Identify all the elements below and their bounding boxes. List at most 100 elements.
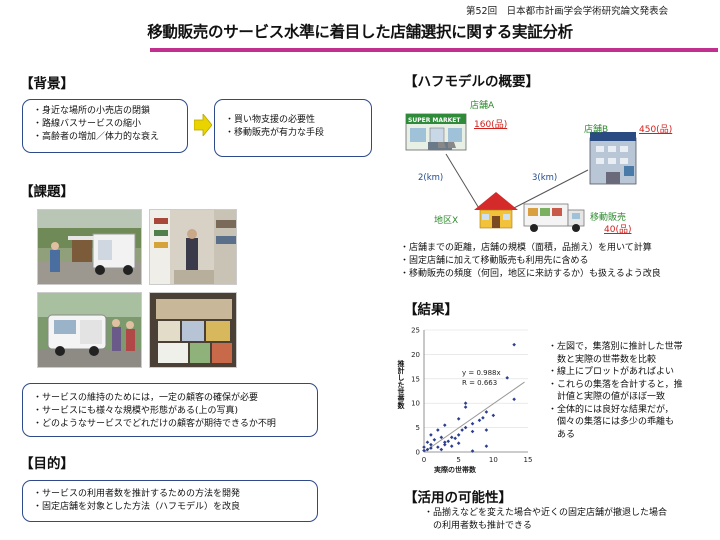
- mobile-truck-icon: [523, 203, 585, 232]
- right-arrow-icon: [194, 114, 212, 136]
- y-tick-label: 20: [411, 351, 420, 359]
- background-heading: 【背景】: [20, 76, 74, 92]
- issue-item: ・サービスの維持のためには，一定の顧客の確保が必要: [33, 393, 259, 403]
- chart-grid: [424, 329, 528, 428]
- y-tick-label: 10: [411, 400, 420, 408]
- results-heading: 【結果】: [404, 302, 458, 318]
- y-axis-label: 推計した世帯数: [397, 360, 405, 409]
- equation-label: y = 0.988x: [462, 369, 501, 377]
- data-point: [456, 417, 461, 421]
- purpose-box: ・サービスの利用者数を推計するための方法を開発 ・固定店舗を対象とした方法（ハフ…: [22, 480, 318, 522]
- x-tick-label: 0: [422, 456, 426, 464]
- issue-item: ・どのようなサービスでどれだけの顧客が期待できるか不明: [33, 419, 276, 429]
- trendline: [423, 381, 525, 453]
- purpose-item: ・固定店舗を対象とした方法（ハフモデル）を改良: [33, 502, 241, 512]
- x-tick-label: 5: [456, 456, 460, 464]
- background-item: ・路線バスサービスの縮小: [33, 119, 142, 129]
- store-b-icon: [589, 132, 637, 185]
- data-point: [436, 445, 440, 449]
- data-point: [443, 440, 447, 445]
- data-point: [460, 428, 464, 432]
- application-note: の利用者数も推計できる: [424, 521, 532, 531]
- district-house-icon: [474, 192, 518, 229]
- store-b-label: 店舗B: [584, 125, 609, 135]
- application-note: ・品揃えなどを変えた場合や近くの固定店舗が撤退した場合: [424, 508, 668, 518]
- data-point: [463, 425, 468, 430]
- huff-note: ・店舗までの距離，店舗の規模（面積，品揃え）を用いて計算: [400, 243, 652, 253]
- data-point: [439, 447, 444, 452]
- x-tick-label: 15: [524, 456, 533, 464]
- data-point: [481, 416, 485, 420]
- results-notes: ・左図で，集落別に推計した世帯 数と実際の世帯数を比較 ・線上にプロットがあれば…: [548, 341, 683, 441]
- data-point: [425, 440, 430, 445]
- data-point: [425, 447, 430, 452]
- van-goods-photo: [149, 292, 237, 368]
- application-notes: ・品揃えなどを変えた場合や近くの固定店舗が撤退した場合 の利用者数も推計できる: [424, 507, 667, 533]
- data-point: [512, 342, 516, 347]
- data-point: [432, 438, 437, 442]
- purpose-heading: 【目的】: [20, 456, 74, 472]
- data-point: [422, 448, 426, 453]
- y-tick-label: 5: [416, 424, 420, 432]
- data-point: [429, 446, 433, 450]
- shop-interior-photo: [149, 209, 237, 285]
- district-label: 地区X: [434, 216, 459, 226]
- data-point: [456, 433, 461, 437]
- data-point: [449, 444, 454, 448]
- result-note: ・線上にプロットがあればよい: [548, 367, 675, 377]
- data-point: [463, 401, 468, 405]
- huff-note: ・固定店舗に加えて移動販売も利用先に含める: [400, 256, 589, 266]
- distance-a-label: 2(km): [418, 173, 444, 183]
- title-rule: [150, 48, 718, 52]
- data-point: [422, 445, 426, 449]
- background-item: ・身近な場所の小売店の閉鎖: [33, 106, 151, 116]
- data-point: [484, 444, 489, 448]
- mobile-truck-photo: [37, 209, 142, 285]
- data-point: [446, 439, 451, 444]
- data-point: [453, 436, 457, 441]
- y-tick-label: 0: [416, 449, 420, 457]
- data-point: [449, 435, 454, 440]
- result-note: 個々の集落には多少の乖離も: [548, 417, 675, 427]
- result-note: ・全体的には良好な結果だが，: [548, 404, 674, 415]
- result-note: 数と実際の世帯数を比較: [548, 354, 657, 365]
- data-point: [470, 429, 475, 434]
- application-heading: 【活用の可能性】: [404, 490, 512, 506]
- data-point: [512, 397, 516, 402]
- huff-notes: ・店舗までの距離，店舗の規模（面積，品揃え）を用いて計算 ・固定店舗に加えて移動…: [400, 242, 661, 281]
- x-axis-label: 実際の世帯数: [434, 465, 477, 474]
- data-point: [484, 428, 489, 432]
- distance-b-label: 3(km): [532, 173, 558, 183]
- issue-item: ・サービスにも様々な規模や形態がある(上の写真): [33, 406, 239, 416]
- data-point: [456, 441, 461, 446]
- store-a-label: 店舗A: [470, 101, 495, 111]
- page-title: 移動販売のサービス水準に着目した店舗選択に関する実証分析: [147, 23, 573, 41]
- issues-box: ・サービスの維持のためには，一定の顧客の確保が必要 ・サービスにも様々な規模や形…: [22, 383, 318, 437]
- mobile-label: 移動販売: [590, 213, 627, 223]
- x-tick-label: 10: [489, 456, 498, 464]
- supermarket-sign: SUPER MARKET: [408, 117, 461, 124]
- data-point: [477, 418, 482, 423]
- background-item: ・高齢者の増加／体力的な衰え: [33, 132, 160, 142]
- chart-axes: [423, 330, 528, 453]
- conference-name: 第52回 日本都市計画学会学術研究論文発表会: [466, 6, 669, 17]
- data-point: [429, 433, 433, 437]
- background-issues-box: ・身近な場所の小売店の閉鎖 ・路線バスサービスの縮小 ・高齢者の増加／体力的な衰…: [22, 99, 188, 153]
- data-point: [491, 413, 496, 418]
- background-needs-box: ・買い物支援の必要性 ・移動販売が有力な手段: [214, 99, 372, 157]
- huff-model-diagram: SUPER MARKET: [405, 113, 637, 232]
- data-point: [505, 376, 509, 380]
- data-point: [463, 405, 468, 409]
- store-a-icon: [405, 113, 467, 151]
- data-point: [443, 423, 447, 427]
- issues-heading: 【課題】: [20, 184, 74, 200]
- background-need-item: ・買い物支援の必要性: [225, 115, 316, 125]
- data-point: [470, 421, 475, 426]
- store-b-size: 450(品): [639, 125, 673, 135]
- purpose-item: ・サービスの利用者数を推計するための方法を開発: [33, 489, 241, 499]
- data-point: [484, 410, 489, 414]
- result-note: ・これらの集落を合計すると，推: [548, 379, 683, 390]
- result-note: 計値と実際の値がほぼ一致: [548, 392, 666, 402]
